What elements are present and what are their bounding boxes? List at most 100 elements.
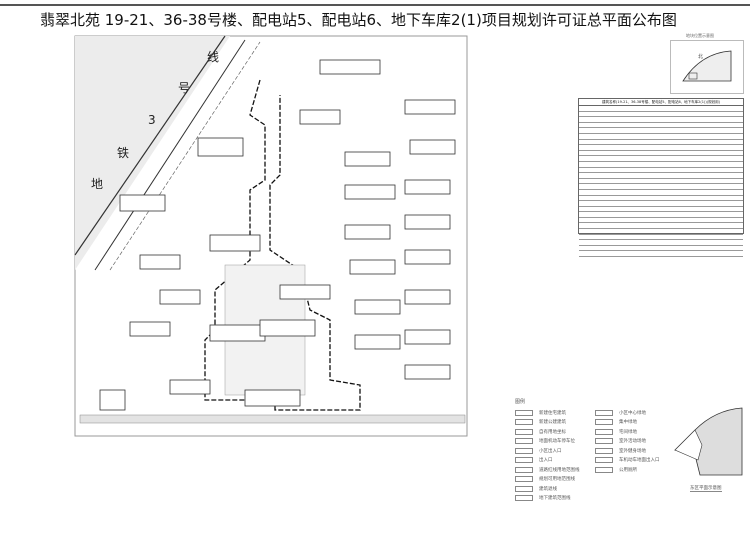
legend-item: 建筑退线 bbox=[515, 484, 590, 494]
legend-item: 集中绿地 bbox=[595, 418, 670, 428]
location-caption: 地块位置示意图 bbox=[686, 33, 714, 38]
table-row bbox=[579, 251, 743, 258]
legend-swatch bbox=[515, 457, 533, 464]
legend-label: 室外活动场地 bbox=[619, 439, 646, 445]
legend-label: 公用厕所 bbox=[619, 467, 637, 473]
legend-label: 地下建筑范围线 bbox=[539, 496, 571, 502]
page-title: 翡翠北苑 19-21、36-38号楼、配电站5、配电站6、地下车库2(1)项目规… bbox=[40, 11, 677, 29]
table-row bbox=[579, 168, 743, 174]
legend-label: 自有用地坐标 bbox=[539, 429, 566, 435]
legend-label: 新建住宅建筑 bbox=[539, 410, 566, 416]
legend-item: 新建公建建筑 bbox=[515, 418, 590, 428]
legend-swatch bbox=[595, 457, 613, 464]
legend-swatch bbox=[515, 476, 533, 483]
legend-item: 规划可用地范围线 bbox=[515, 475, 590, 485]
legend-item: 公用厕所 bbox=[595, 465, 670, 475]
legend-heading: 图例 bbox=[515, 399, 526, 405]
building bbox=[354, 334, 401, 350]
table-row bbox=[579, 246, 743, 252]
legend-label: 车机动车地面出入口 bbox=[619, 458, 660, 464]
legend-swatch bbox=[515, 495, 533, 502]
legend: 图例 新建住宅建筑新建公建建筑自有用地坐标地面机动车停车位小区出入口出入口道路红… bbox=[515, 398, 665, 502]
building bbox=[299, 109, 341, 125]
building bbox=[197, 137, 244, 157]
table-row bbox=[579, 179, 743, 185]
table-header: 建筑名称(19-21、36-38号楼、配电站5、配电站6、地下车库2(1))(规… bbox=[579, 99, 743, 106]
table-row bbox=[579, 128, 743, 134]
legend-swatch bbox=[515, 466, 533, 473]
table-row bbox=[579, 173, 743, 179]
legend-label: 集中绿地 bbox=[619, 420, 637, 426]
road-labels: 地 铁 3 号 线 bbox=[91, 50, 219, 191]
compass: 北 bbox=[698, 53, 703, 60]
building bbox=[259, 319, 316, 337]
road-south bbox=[79, 414, 466, 424]
table-row bbox=[579, 184, 743, 190]
building bbox=[349, 259, 396, 275]
legend-swatch bbox=[595, 409, 613, 416]
top-border bbox=[0, 4, 750, 6]
table-row bbox=[579, 112, 743, 118]
building bbox=[209, 324, 266, 342]
road-label: 地 bbox=[91, 177, 103, 191]
legend-swatch bbox=[515, 447, 533, 454]
legend-label: 小区中心绿地 bbox=[619, 410, 646, 416]
legend-item: 自有用地坐标 bbox=[515, 427, 590, 437]
road-label: 号 bbox=[178, 81, 190, 95]
building bbox=[404, 364, 451, 380]
building bbox=[344, 184, 396, 200]
table-row bbox=[579, 201, 743, 207]
legend-item: 车机动车地面出入口 bbox=[595, 456, 670, 466]
legend-label: 地面机动车停车位 bbox=[539, 439, 575, 445]
building bbox=[404, 249, 451, 265]
legend-label: 规划可用地范围线 bbox=[539, 477, 575, 483]
table-row bbox=[579, 240, 743, 246]
legend-swatch bbox=[515, 485, 533, 492]
building bbox=[404, 289, 451, 305]
legend-swatch bbox=[595, 419, 613, 426]
table-row bbox=[579, 134, 743, 140]
legend-item: 小区中心绿地 bbox=[595, 408, 670, 418]
legend-item: 出入口 bbox=[515, 456, 590, 466]
table-row bbox=[579, 145, 743, 151]
legend-swatch bbox=[595, 428, 613, 435]
road-label: 铁 bbox=[117, 146, 129, 160]
building bbox=[344, 224, 391, 240]
location-map bbox=[670, 40, 744, 94]
table-row bbox=[579, 123, 743, 129]
inset-caption: 东区平面示意图 bbox=[690, 486, 722, 492]
building bbox=[139, 254, 181, 270]
legend-swatch bbox=[515, 419, 533, 426]
district-inset-map bbox=[670, 405, 746, 481]
table-row bbox=[579, 151, 743, 157]
legend-label: 小区出入口 bbox=[539, 448, 562, 454]
building bbox=[209, 234, 261, 252]
legend-swatch bbox=[515, 428, 533, 435]
legend-swatch bbox=[595, 447, 613, 454]
table-row bbox=[579, 223, 743, 230]
road-label: 3 bbox=[148, 113, 156, 127]
table-row bbox=[579, 212, 743, 218]
table-row bbox=[579, 162, 743, 168]
road-label: 线 bbox=[207, 50, 219, 64]
table-row bbox=[579, 235, 743, 241]
legend-label: 室外健身场地 bbox=[619, 448, 646, 454]
building bbox=[119, 194, 166, 212]
legend-swatch bbox=[595, 466, 613, 473]
legend-label: 宅间绿地 bbox=[619, 429, 637, 435]
legend-item: 地面机动车停车位 bbox=[515, 437, 590, 447]
building bbox=[129, 321, 171, 337]
table-row bbox=[579, 190, 743, 196]
building bbox=[409, 139, 456, 155]
road-edge bbox=[74, 35, 226, 256]
building bbox=[99, 389, 126, 411]
legend-item: 室外健身场地 bbox=[595, 446, 670, 456]
table-row bbox=[579, 229, 743, 235]
legend-label: 建筑退线 bbox=[539, 486, 557, 492]
building bbox=[404, 329, 451, 345]
building bbox=[354, 299, 401, 315]
table-row bbox=[579, 207, 743, 213]
legend-item: 宅间绿地 bbox=[595, 427, 670, 437]
table-row bbox=[579, 106, 743, 112]
